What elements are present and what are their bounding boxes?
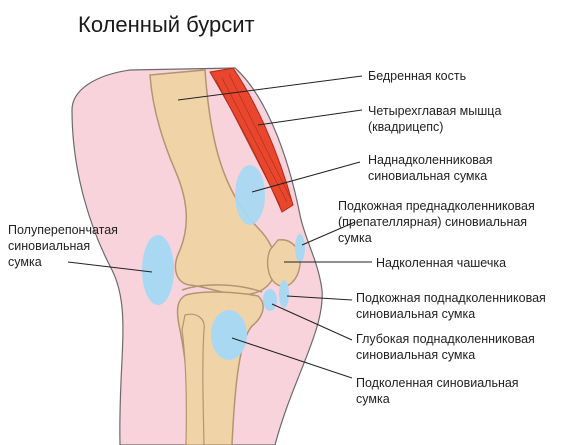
popliteal-bursa (211, 310, 247, 360)
semimembranosus-bursa (142, 235, 174, 305)
prepatellar-bursa (295, 234, 305, 262)
label-deep-infrapatellar-bursa: Глубокая поднадколенниковая синовиальная… (356, 332, 535, 362)
label-suprapatellar-bursa: Наднадколенниковая синовиальная сумка (368, 153, 493, 183)
semimembranosus-leader (67, 261, 153, 273)
quadriceps-muscle (209, 67, 294, 213)
fibula-bone (181, 313, 205, 445)
label-quadriceps: Четырехглавая мышца (квадрицепс) (368, 104, 502, 134)
subcutaneous-infrapatellar-leader (286, 295, 353, 301)
diagram-title: Коленный бурсит (78, 12, 255, 37)
femur-leader (177, 75, 363, 101)
quadriceps-leader (257, 109, 363, 126)
deep-infrapatellar-bursa (263, 289, 277, 311)
label-femur: Бедренная кость (368, 69, 467, 83)
suprapatellar-bursa (235, 165, 265, 225)
subcutaneous-infrapatellar-bursa (279, 280, 289, 308)
deep-infrapatellar-leader (271, 303, 353, 341)
joint-space (181, 284, 263, 293)
label-prepatellar-bursa: Подкожная преднадколенниковая (препателл… (338, 199, 535, 245)
label-subcutaneous-infrapatellar-bursa: Подкожная поднадколенниковая синовиальна… (356, 291, 546, 321)
label-semimembranosus-bursa: Полуперепончатая синовиальная сумка (8, 223, 118, 269)
label-popliteal-bursa: Подколенная синовиальная сумка (356, 376, 519, 406)
popliteal-leader (231, 337, 353, 379)
label-patella: Надколенная чашечка (376, 256, 507, 270)
femur-bone (149, 69, 277, 296)
prepatellar-leader (301, 221, 356, 246)
suprapatellar-leader (251, 161, 361, 193)
